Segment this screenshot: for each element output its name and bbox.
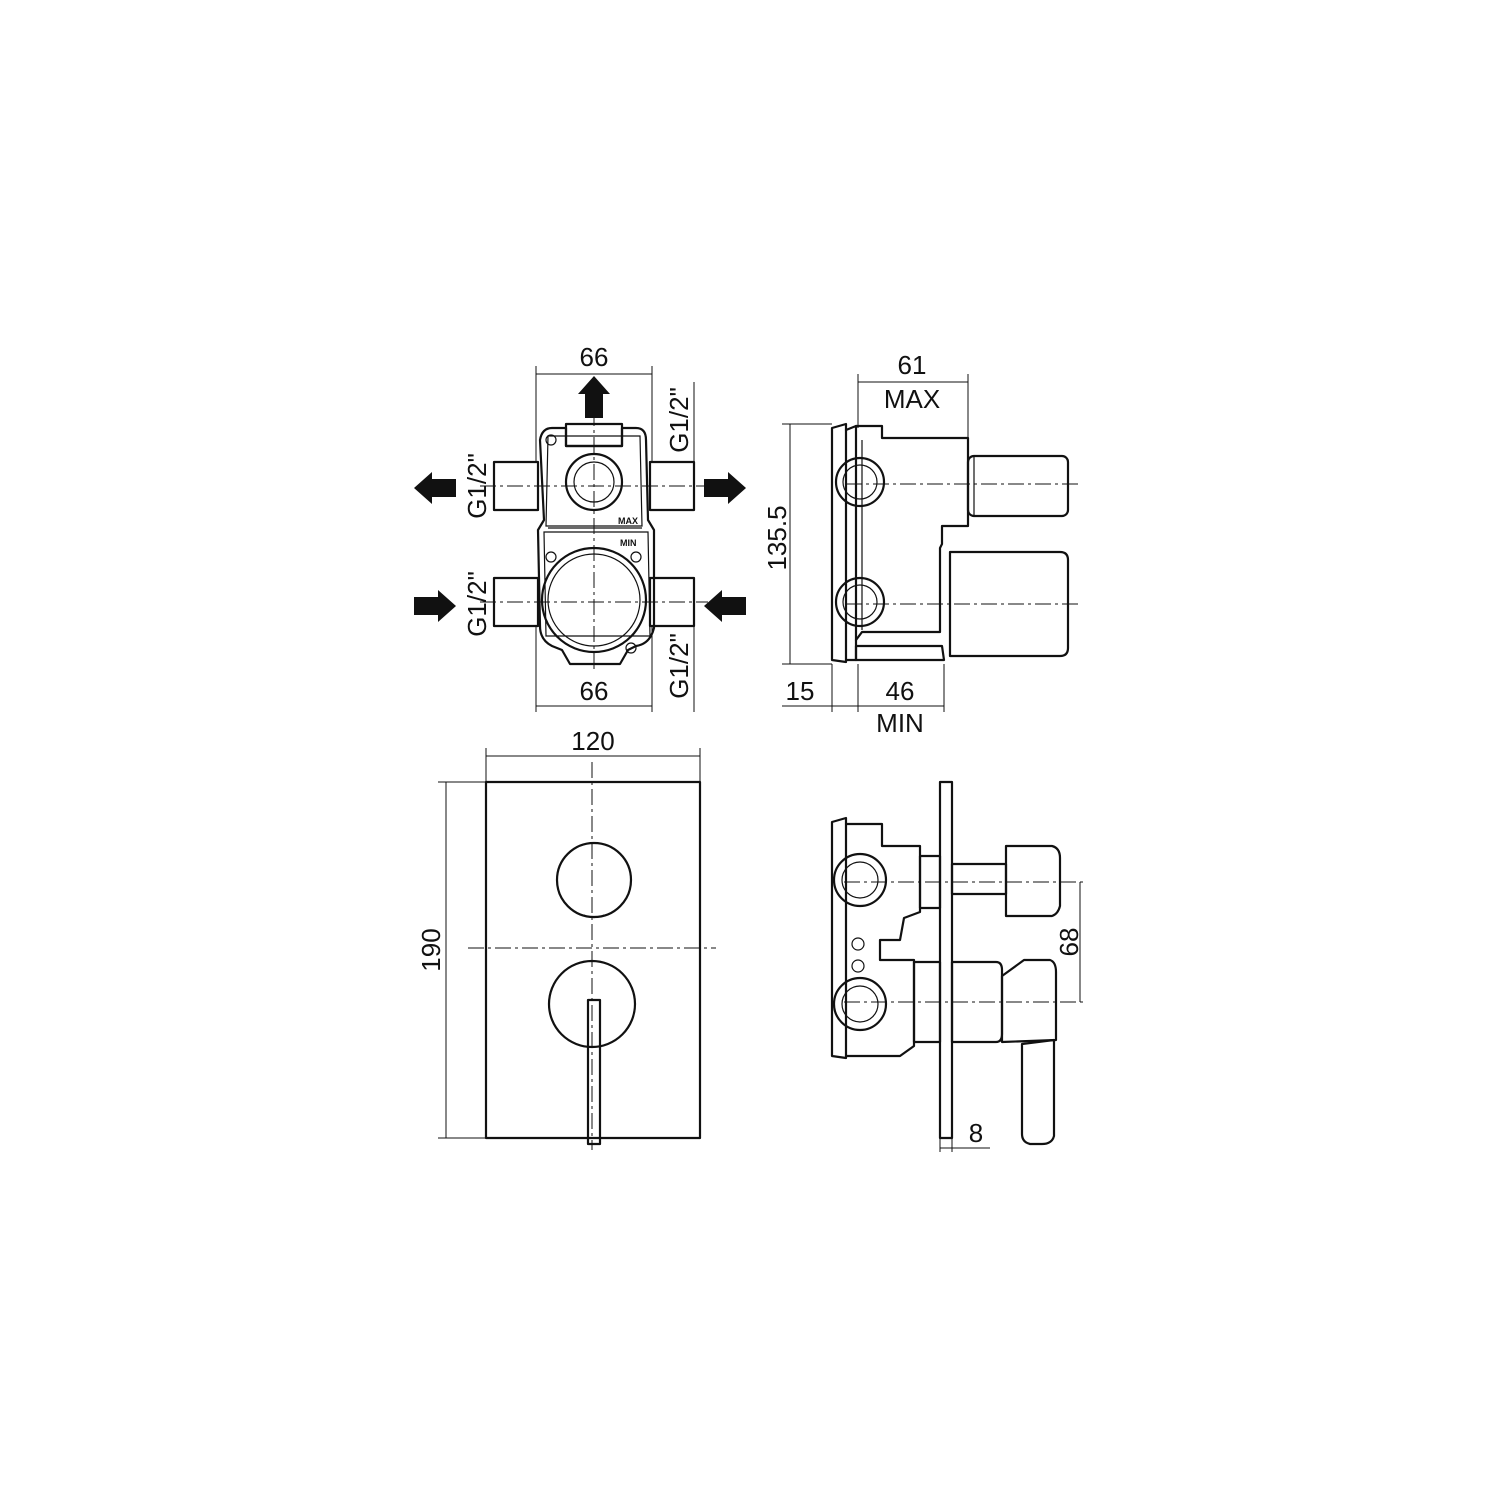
dim-depth-min-value: 46 xyxy=(886,676,915,706)
assembly-side-view: 68 8 xyxy=(830,780,1086,1152)
thread-outlet-top: G1/2" xyxy=(664,387,694,453)
outlet-left-arrow xyxy=(414,472,456,504)
max-mark: MAX xyxy=(618,516,638,526)
dim-depth-max-label: MAX xyxy=(884,384,940,414)
body-front-view: MAX MIN 66 66 G1/2" G1/2" G1/2" G1/2" xyxy=(414,342,746,712)
inlet-left-arrow xyxy=(414,590,456,622)
dim-plate-thickness: 8 xyxy=(969,1118,983,1148)
dim-plate-height: 190 xyxy=(416,928,446,971)
dim-height: 135.5 xyxy=(762,505,792,570)
thread-inlet-left: G1/2" xyxy=(462,571,492,637)
thread-outlet-left: G1/2" xyxy=(462,453,492,519)
outlet-right-arrow xyxy=(704,472,746,504)
dim-plate-width: 120 xyxy=(571,726,614,756)
thread-inlet-right: G1/2" xyxy=(664,633,694,699)
dim-axis-spacing: 68 xyxy=(1054,928,1084,957)
dim-depth-min-label: MIN xyxy=(876,708,924,738)
dim-offset: 15 xyxy=(786,676,815,706)
inlet-right-arrow xyxy=(704,590,746,622)
dim-body-depth: 61 xyxy=(898,350,927,380)
dim-bottom-width: 66 xyxy=(580,676,609,706)
dim-top-width: 66 xyxy=(580,342,609,372)
outlet-up-arrow xyxy=(578,376,610,418)
plate-front-view: 120 190 xyxy=(416,726,716,1150)
min-mark: MIN xyxy=(620,538,637,548)
body-side-view: 61 MAX 135.5 15 46 MIN xyxy=(762,350,1080,738)
